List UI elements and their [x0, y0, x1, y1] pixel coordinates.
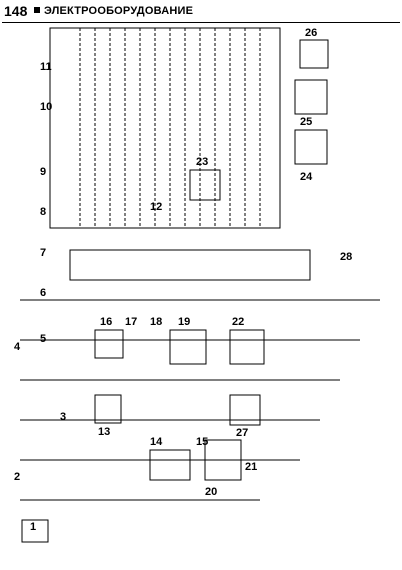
label-14: 14: [150, 436, 163, 448]
label-8: 8: [40, 206, 46, 218]
component-labels: 1 2 3 4 5 6 7 8 9 10 11 12 13 14 15 16 1…: [14, 27, 352, 533]
component-14-15: [149, 449, 191, 481]
wire-columns: [79, 28, 261, 228]
label-2: 2: [14, 471, 20, 483]
component-26: [299, 39, 329, 69]
label-4: 4: [14, 341, 21, 353]
label-11: 11: [40, 61, 52, 73]
label-21: 21: [245, 461, 257, 473]
harness-lines: [20, 299, 380, 501]
component-1: [21, 519, 49, 543]
page-number: 148: [4, 3, 28, 19]
label-18: 18: [150, 316, 162, 328]
label-9: 9: [40, 166, 46, 178]
component-25: [294, 79, 328, 115]
label-3: 3: [60, 411, 66, 423]
label-17: 17: [125, 316, 137, 328]
component-20-21: [204, 439, 242, 481]
label-26: 26: [305, 27, 317, 39]
square-bullet-icon: [34, 7, 40, 13]
label-24: 24: [300, 171, 313, 183]
label-7: 7: [40, 247, 46, 259]
component-23-box: [189, 169, 221, 201]
label-20: 20: [205, 486, 217, 498]
label-15: 15: [196, 436, 208, 448]
label-25: 25: [300, 116, 312, 128]
label-28: 28: [340, 251, 352, 263]
component-13: [94, 394, 122, 424]
label-23: 23: [196, 156, 208, 168]
component-22-23: [229, 329, 265, 365]
bottom-bus: [69, 249, 311, 281]
chapter-title: ЭЛЕКТРООБОРУДОВАНИЕ: [44, 5, 194, 17]
component-16-17-18: [94, 329, 124, 359]
label-19: 19: [178, 316, 190, 328]
label-1: 1: [30, 521, 36, 533]
header-rule: [2, 22, 400, 23]
label-6: 6: [40, 287, 46, 299]
label-22: 22: [232, 316, 244, 328]
page-header: 148 ЭЛЕКТРООБОРУДОВАНИЕ: [0, 0, 402, 22]
label-5: 5: [40, 333, 46, 345]
label-27: 27: [236, 427, 248, 439]
component-27: [229, 394, 261, 426]
component-24: [294, 129, 328, 165]
label-16: 16: [100, 316, 112, 328]
label-12: 12: [150, 201, 162, 213]
connector-block-12: [49, 27, 281, 229]
component-19: [169, 329, 207, 365]
label-10: 10: [40, 101, 52, 113]
label-13: 13: [98, 426, 110, 438]
